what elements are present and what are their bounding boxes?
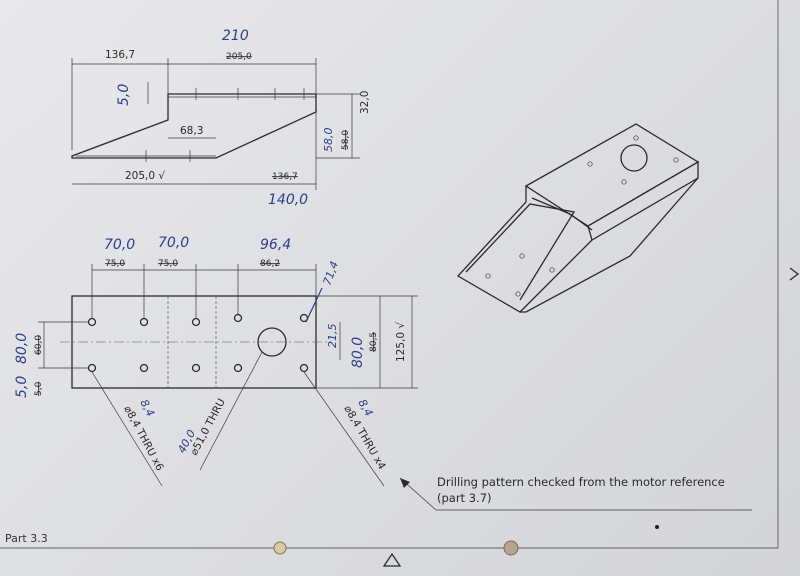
hole-8-4 [233, 363, 243, 373]
dim-bottom: 205,0 √ [125, 170, 165, 182]
note-line-1: Drilling pattern checked from the motor … [437, 475, 725, 489]
sheet-edge-marker [789, 267, 800, 281]
ink-dot [655, 525, 659, 529]
dim-r-handwritten: 80,0 [350, 337, 366, 368]
hole-8-4 [87, 317, 97, 327]
hole-51 [257, 327, 287, 357]
dim-a-struck: 75,0 [105, 259, 125, 269]
iso-side-outline [456, 186, 593, 313]
hole-8-4 [139, 317, 149, 327]
dim-a-handwritten: 70,0 [104, 237, 135, 253]
iso-hole [587, 161, 593, 167]
hole-8-4 [87, 363, 97, 373]
leader-hole1 [91, 371, 163, 487]
plan-view: 70,0 75,0 70,0 75,0 96,4 86,2 71,4 80,0 … [14, 235, 418, 487]
ink-leader [305, 287, 323, 323]
hole-8-4 [299, 363, 309, 373]
iso-hole [515, 291, 521, 297]
dim-left-struck: 60,0 [34, 335, 44, 355]
dim-left2-handwritten: 5,0 [14, 376, 30, 398]
iso-hole [621, 179, 627, 185]
drilling-note: Drilling pattern checked from the motor … [399, 475, 752, 511]
dim-height: 32,0 [359, 91, 371, 114]
dim-r-small: 21,5 [326, 324, 339, 349]
iso-top-edge [587, 160, 699, 241]
iso-inner-side [465, 203, 576, 301]
leader-hole3 [303, 371, 385, 487]
note-arrow-icon [400, 478, 410, 488]
isometric-view [456, 123, 700, 313]
iso-hole [485, 273, 491, 279]
iso-hole [633, 135, 639, 141]
hole-8-4 [191, 363, 201, 373]
dim-bottom-struck: 136,7 [272, 172, 298, 182]
hole-8-4 [191, 317, 201, 327]
iso-hole [549, 267, 555, 273]
dim-flange: 136,7 [105, 49, 135, 61]
side-view-outline [71, 93, 317, 159]
dim-bottom-handwritten: 140,0 [268, 192, 308, 208]
hole1-handwritten: 8,4 [137, 397, 157, 419]
dim-r-total: 125,0 √ [395, 322, 407, 362]
dim-mid: 68,3 [180, 125, 203, 137]
side-view: 210 205,0 136,7 5,0 68,3 205,0 √ 136,7 1… [71, 28, 371, 208]
note-line-2: (part 3.7) [437, 491, 492, 505]
iso-inner-fold [531, 197, 593, 231]
pin-icon [503, 540, 519, 556]
dim-c-struck: 86,2 [260, 259, 280, 269]
pin-icon [273, 541, 287, 555]
dim-c-handwritten: 96,4 [260, 237, 291, 253]
dim-thickness: 5,0 [116, 84, 132, 106]
dim-height-struck: 58,0 [341, 130, 351, 150]
hole-8-4 [233, 313, 243, 323]
hole2-callout: ⌀51,0 THRU [188, 397, 228, 458]
iso-bottom-edge [520, 177, 699, 313]
dim-r-struck: 80,5 [369, 332, 379, 352]
iso-hole-large [620, 144, 648, 172]
dim-b-handwritten: 70,0 [158, 235, 189, 251]
dim-b-struck: 75,0 [158, 259, 178, 269]
dim-c2-handwritten: 71,4 [321, 260, 342, 287]
center-mark-icon [382, 552, 402, 567]
dim-height-handwritten: 58,0 [322, 128, 335, 153]
iso-hole [519, 253, 525, 259]
dim-length-handwritten: 210 [222, 28, 249, 44]
dim-length-struck: 205,0 [226, 52, 252, 62]
part-label: Part 3.3 [5, 532, 48, 545]
dim-left-handwritten: 80,0 [14, 333, 30, 364]
hole-8-4 [139, 363, 149, 373]
iso-hole [673, 157, 679, 163]
iso-top-face [524, 123, 700, 227]
leader-hole2 [199, 351, 263, 471]
dim-left2-struck: 5,0 [34, 381, 44, 396]
